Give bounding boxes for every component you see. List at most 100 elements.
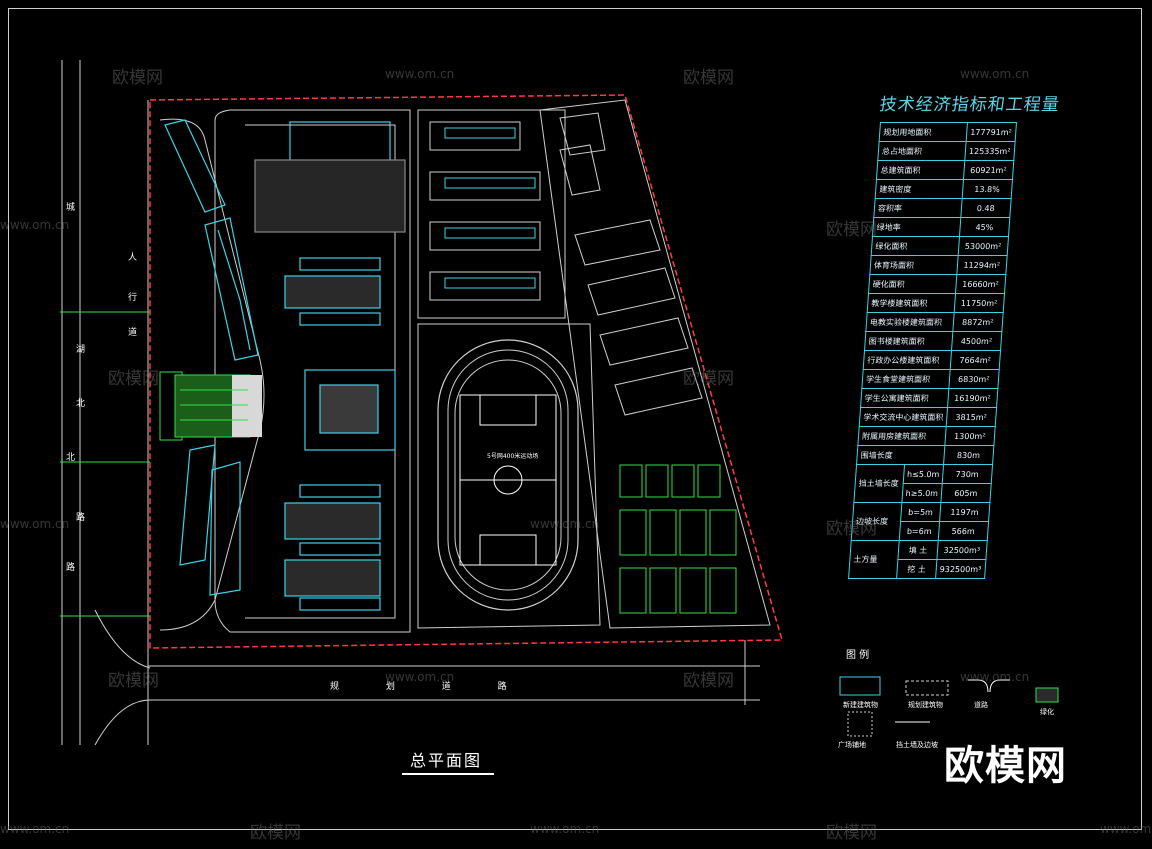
table-cell-value: 932500m³ <box>935 559 986 579</box>
plan-title: 总平面图 <box>410 751 483 770</box>
left-road2-label-1: 湖 <box>76 345 86 355</box>
legend-symbols <box>839 676 1059 737</box>
watermark-url: www.om.cn <box>0 822 70 836</box>
left-road-label-1: 城 <box>66 203 76 213</box>
site-boundary <box>149 94 783 649</box>
table-cell-label: 附属用房建筑面积 <box>857 426 947 446</box>
left-road2-label-2: 北 <box>76 399 86 409</box>
table-title: 技术经济指标和工程量 <box>878 95 1062 115</box>
table-cell-label: 绿化面积 <box>871 236 960 256</box>
drawing-frame <box>8 8 1142 830</box>
table-cell-value: 45% <box>959 217 1010 237</box>
legend-item-planned-building: 规划建筑物 <box>908 701 943 709</box>
watermark: 欧模网 <box>826 220 877 240</box>
legend-item-retaining-wall: 挡土墙及边坡 <box>896 741 938 749</box>
residential <box>559 112 703 416</box>
table-cell-label: 行政办公楼建筑面积 <box>863 350 952 370</box>
legend-item-plaza: 广场铺地 <box>838 741 866 749</box>
table-cell-condition: b=6m <box>898 521 940 541</box>
left-walk-label-1: 人 <box>128 253 138 263</box>
table-cell-value: 605m <box>940 483 991 503</box>
watermark-url: www.om.cn <box>385 670 455 684</box>
watermark: 欧模网 <box>683 68 734 88</box>
watermark: 欧模网 <box>826 823 877 843</box>
watermark: 欧模网 <box>108 369 159 389</box>
watermark-url: www.om.cn <box>530 822 600 836</box>
left-road-label-3: 路 <box>66 563 76 573</box>
table-cell-value: 11750m² <box>954 293 1005 313</box>
table-cell-value: 830m <box>943 445 994 465</box>
table-cell-label: 总建筑面积 <box>876 160 965 180</box>
table-cell-value: 1300m² <box>944 426 995 446</box>
table-cell-value: 0.48 <box>960 198 1011 218</box>
dormitories <box>164 119 259 596</box>
table-cell-label: 总占地面积 <box>877 141 967 161</box>
table-cell-label: 教学楼建筑面积 <box>867 293 956 313</box>
courts <box>619 464 737 614</box>
table-cell-condition: 挖 土 <box>896 559 937 579</box>
entrance-plaza <box>159 371 262 441</box>
table-cell-label: 规划用地面积 <box>879 122 968 142</box>
watermark: 欧模网 <box>112 68 163 88</box>
table-cell-label: 电教实验楼建筑面积 <box>865 312 955 332</box>
brand-watermark: 欧模网 <box>944 743 1067 789</box>
table-cell-label: 围墙长度 <box>856 445 945 465</box>
table-cell-condition: 填 土 <box>897 540 939 560</box>
watermark-url: www.om.cn <box>0 218 70 232</box>
watermark-url: www.om.cn <box>385 67 455 81</box>
table-cell-label: 学生食堂建筑面积 <box>861 369 951 389</box>
table-cell-value: 1197m <box>939 502 990 522</box>
watermark-url: www.om.cn <box>0 517 70 531</box>
table-cell-value: 4500m² <box>951 331 1002 351</box>
watermark: 欧模网 <box>683 369 734 389</box>
table-cell-value: 53000m² <box>958 236 1009 256</box>
field-label: 5号网400米运动场 <box>487 453 539 460</box>
table-cell-value: 125335m² <box>964 141 1015 161</box>
internal-roads <box>159 99 771 633</box>
table-cell-value: 16190m² <box>947 388 998 408</box>
table-cell-value: 13.8% <box>962 179 1013 199</box>
table-cell-value: 8872m² <box>952 312 1003 332</box>
table-cell-label: 建筑密度 <box>875 179 964 199</box>
watermark: 欧模网 <box>250 823 301 843</box>
table-cell-label: 体育场面积 <box>869 255 959 275</box>
teaching-buildings <box>284 257 396 611</box>
table-cell-value: 7664m² <box>950 350 1001 370</box>
watermark-url: www.om.cn <box>960 67 1030 81</box>
watermark-url: www.om.cn <box>960 670 1030 684</box>
table-cell-value: 6830m² <box>948 369 999 389</box>
table-cell-group: 挡土墙长度 <box>853 464 905 503</box>
labs <box>429 121 541 301</box>
table-cell-value: 11294m² <box>956 255 1007 275</box>
table-cell-value: 566m <box>938 521 989 541</box>
left-road2-label-3: 路 <box>76 513 86 523</box>
canteen <box>254 121 406 233</box>
table-cell-condition: h≤5.0m <box>902 464 944 484</box>
table-cell-label: 容积率 <box>873 198 963 218</box>
legend-item-new-building: 新建建筑物 <box>843 701 878 709</box>
table-cell-value: 60921m² <box>963 160 1014 180</box>
table-cell-label: 学生公寓建筑面积 <box>860 388 949 408</box>
stadium <box>437 339 579 611</box>
table-cell-condition: b=5m <box>900 502 941 522</box>
legend-item-road: 道路 <box>974 701 988 709</box>
table-cell-group: 土方量 <box>848 540 899 579</box>
watermark-url: www.om.cn <box>1100 822 1152 836</box>
